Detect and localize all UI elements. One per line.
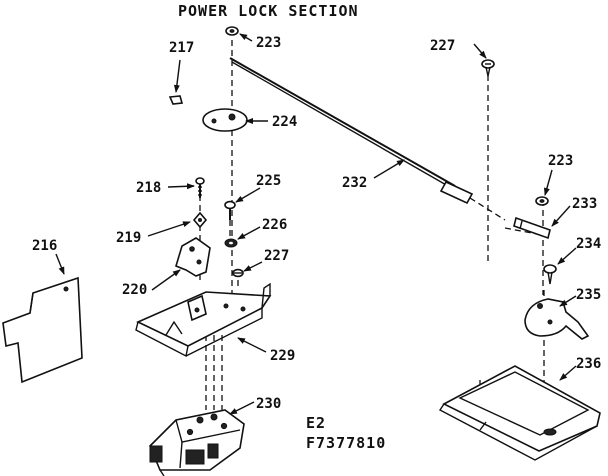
label-218: 218 <box>136 180 161 196</box>
part-229-bracket <box>135 282 272 358</box>
part-234-screw <box>543 264 557 285</box>
label-234: 234 <box>576 236 601 252</box>
label-220: 220 <box>122 282 147 298</box>
label-235: 235 <box>576 287 601 303</box>
part-227-screw-left <box>232 268 244 278</box>
label-227-left: 227 <box>264 248 289 264</box>
label-227-right: 227 <box>430 38 455 54</box>
label-224: 224 <box>272 114 297 130</box>
diagram-title: POWER LOCK SECTION <box>178 2 359 20</box>
part-226-nut <box>224 238 238 248</box>
section-code: E2 <box>306 414 326 432</box>
label-233: 233 <box>572 196 597 212</box>
part-236-tray <box>438 365 601 461</box>
part-224-disc <box>202 108 248 132</box>
label-229: 229 <box>270 348 295 364</box>
label-230: 230 <box>256 396 281 412</box>
label-225: 225 <box>256 173 281 189</box>
label-223-right: 223 <box>548 153 573 169</box>
drawing-number: F7377810 <box>306 434 386 452</box>
part-220-clip <box>175 237 211 277</box>
label-216: 216 <box>32 238 57 254</box>
label-219: 219 <box>116 230 141 246</box>
label-217: 217 <box>169 40 194 56</box>
part-218-screw <box>195 177 205 198</box>
leader-lines <box>55 33 577 415</box>
part-223-washer-top <box>225 26 239 36</box>
label-223-top: 223 <box>256 35 281 51</box>
part-227-screw-top <box>481 59 495 77</box>
label-226: 226 <box>262 217 287 233</box>
label-232: 232 <box>342 175 367 191</box>
part-219-washer <box>192 211 208 229</box>
part-225-screw <box>224 200 236 220</box>
label-236: 236 <box>576 356 601 372</box>
part-232-rod <box>229 57 506 221</box>
part-235-lever <box>524 298 590 340</box>
part-217-pin <box>168 95 184 105</box>
part-230-actuator <box>149 409 245 476</box>
assembly-lines <box>199 40 549 430</box>
part-223-washer-right <box>535 196 549 206</box>
part-labels: 223 217 224 218 225 226 227 219 220 216 … <box>32 35 601 412</box>
part-233-rod-end <box>513 216 551 240</box>
part-216-plate <box>2 276 83 384</box>
